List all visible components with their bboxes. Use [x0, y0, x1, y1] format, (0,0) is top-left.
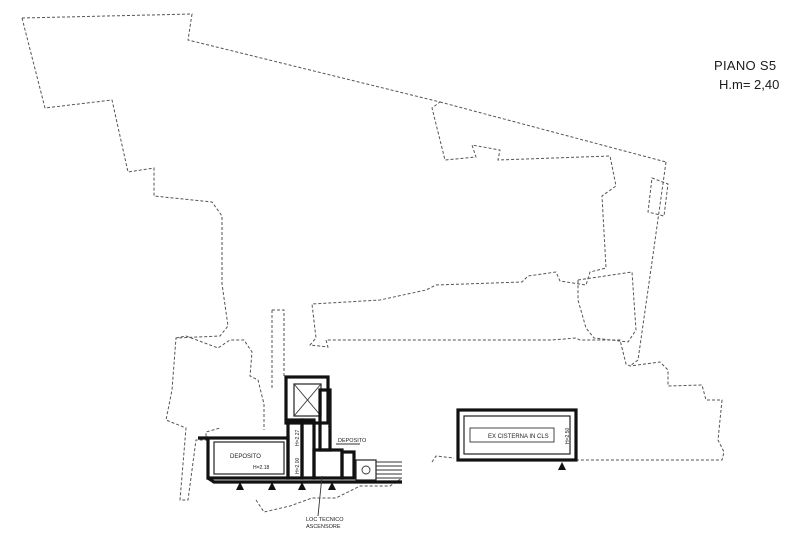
- marker-5: [558, 462, 566, 470]
- deposito-small-room: [340, 450, 356, 480]
- inner-block-left: [175, 335, 265, 430]
- cisterna-outer: [456, 408, 578, 462]
- marker-4: [328, 482, 336, 490]
- site-outline: [21, 13, 725, 461]
- cisterna-inner: [463, 415, 571, 455]
- cisterna-label: EX CISTERNA IN CLS: [488, 434, 549, 440]
- deposito-small-label: DEPOSITO: [338, 438, 367, 444]
- deposito-room-inner: [213, 441, 285, 475]
- corridor-dashed: [271, 309, 285, 390]
- marker-3: [298, 482, 306, 490]
- height-250-label: H=2.50: [565, 428, 571, 444]
- marker-1: [236, 482, 244, 490]
- loc-tecnico-ascensore-label: ASCENSORE: [306, 524, 341, 530]
- shaft-outer: [284, 375, 330, 425]
- dashed-link-right: [431, 455, 455, 463]
- stair-box: [355, 459, 377, 481]
- marker-2: [268, 482, 276, 490]
- inner-block-right-bump: [647, 177, 669, 217]
- leader-loc-tecnico: [317, 475, 323, 517]
- height-227-label: H=2.27: [295, 430, 301, 446]
- height-200-label: H=2.00: [295, 458, 301, 474]
- site-outline-right: [629, 161, 667, 367]
- loc-tecnico-label: LOC TECNICO: [306, 517, 344, 523]
- stair-circle: [361, 465, 371, 475]
- shaft-cross-2: [293, 383, 322, 417]
- loc-tecnico-room: [312, 448, 344, 480]
- entrance-wall: [198, 436, 402, 484]
- narrow-room-2: [300, 418, 316, 480]
- plan-title: PIANO S5: [714, 58, 777, 73]
- plan-height: H.m= 2,40: [719, 77, 780, 92]
- cisterna-label-box: [469, 427, 555, 443]
- lower-dashed-ground: [255, 477, 403, 513]
- deposito-height-label: H=2.18: [253, 465, 269, 471]
- stair-steps: [376, 461, 402, 479]
- site-outline-top: [439, 101, 667, 163]
- site-outline-left: [21, 17, 229, 501]
- deposito-label: DEPOSITO: [230, 454, 261, 460]
- ascensore-vertical-label: ASCENSORE: [327, 400, 332, 428]
